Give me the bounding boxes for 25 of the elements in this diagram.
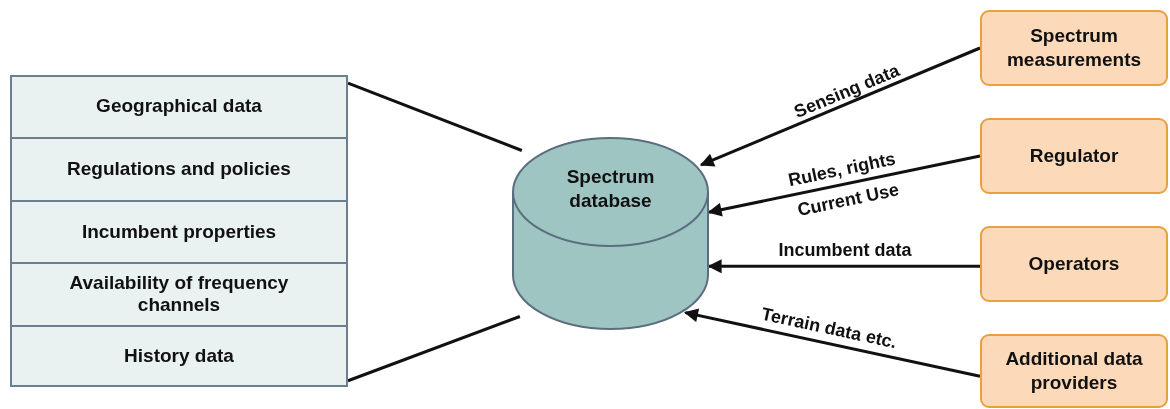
source-label: Regulator	[1028, 144, 1120, 168]
data-source-box	[980, 118, 1168, 194]
data-source-box	[980, 10, 1168, 86]
database-cylinder	[512, 137, 709, 330]
data-stack-panel	[10, 75, 348, 387]
connector-line	[347, 315, 521, 383]
data-source-box	[980, 334, 1168, 408]
category-label: Geographical data	[96, 94, 262, 118]
source-label: Additional data providers	[1004, 347, 1144, 395]
category-label: Regulations and policies	[67, 158, 291, 181]
arrow	[707, 259, 980, 274]
edge-label: Rules, rights Current Use	[784, 147, 901, 222]
source-label: Spectrum measurements	[1005, 24, 1143, 72]
edge-label: Incumbent data	[777, 240, 913, 263]
edge-label: Terrain data etc.	[759, 302, 900, 355]
arrow	[684, 308, 981, 378]
connector-line	[347, 81, 523, 152]
source-label: Operators	[1027, 252, 1121, 276]
category-label: Availability of frequency channels	[68, 271, 290, 318]
database-label: Spectrum database	[565, 165, 656, 213]
category-label: Incumbent properties	[81, 220, 277, 244]
arrow	[707, 154, 981, 217]
arrow	[699, 46, 981, 167]
data-source-box	[980, 226, 1168, 302]
category-label: History data	[124, 345, 234, 369]
